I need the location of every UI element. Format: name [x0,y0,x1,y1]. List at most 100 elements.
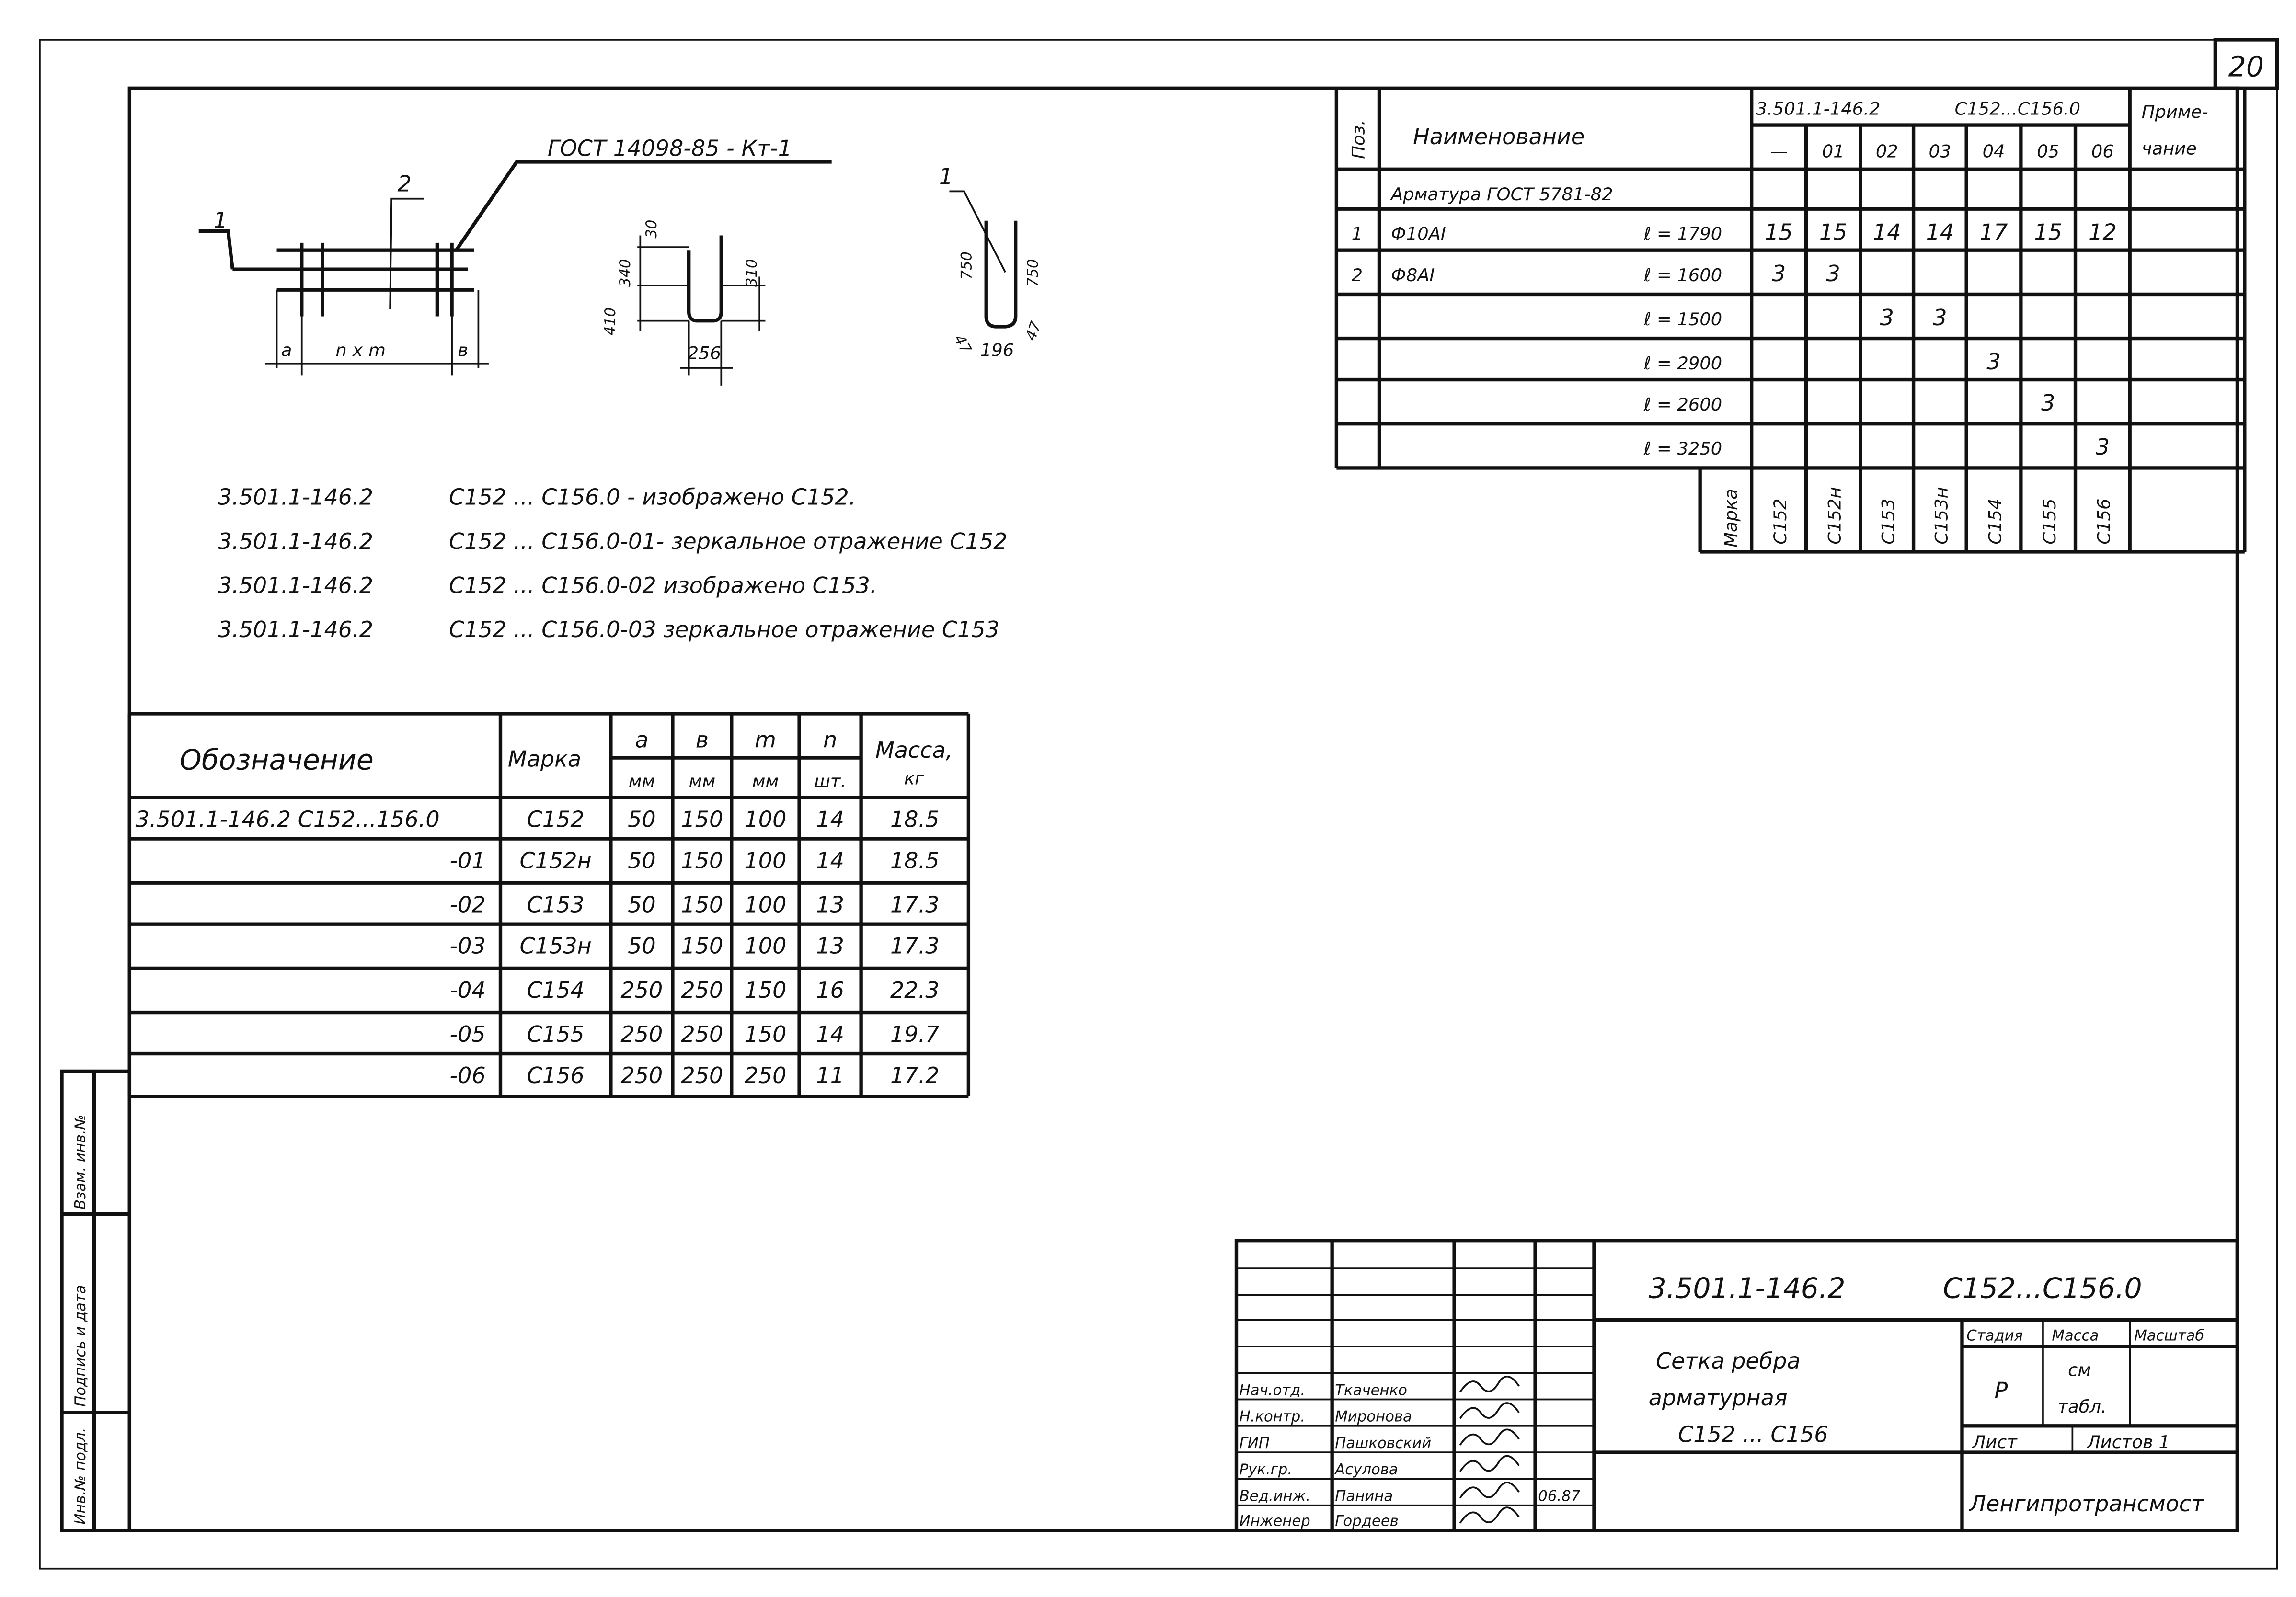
unit-m: мм [752,771,779,792]
note-text: С152 ... С156.0-02 изображено С153. [449,572,877,598]
note-code: 3.501.1-146.2 [218,528,373,554]
signer-name: Ткаченко [1335,1381,1407,1399]
signer-date: 06.87 [1538,1487,1580,1505]
specification-table: Поз. Наименование 3.501.1-146.2 С152...С… [1334,88,2247,554]
row-designation: 3.501.1-146.2 С152...156.0 [136,806,440,832]
row-m: 100 [744,806,786,832]
row-a: 250 [620,1021,663,1047]
signer-role: Рук.гр. [1240,1461,1292,1478]
signer-row: Н.контр.Миронова [1240,1402,1520,1426]
row-mark: С156 [527,1062,585,1088]
outer-border [39,39,2278,1570]
weld-gost-label: ГОСТ 14098-85 - Кт-1 [548,136,792,161]
variant-notes: 3.501.1-146.2 С152 ... С156.0 - изображе… [218,484,1008,642]
signer-role: Вед.инж. [1240,1487,1310,1505]
row-a: 250 [620,977,663,1003]
row-designation: -03 [449,933,485,959]
signer-name: Гордеев [1335,1513,1399,1530]
title-block-frame [1234,1239,2239,1532]
row-name: Ф8АI [1391,265,1435,285]
drawing-title: арматурная [1649,1385,1788,1411]
stage-label: Стадия [1966,1327,2023,1345]
row-designation: -06 [449,1062,485,1088]
sheet-number: 20 [2228,51,2264,83]
header-note: чание [2142,138,2197,159]
row-quantity: 17 [1980,219,2008,245]
header-note: Приме- [2142,102,2208,122]
row-length: ℓ = 2600 [1643,394,1722,415]
marka-label: Марка [1721,489,1741,548]
header-doc-range: С152...С156.0 [1955,99,2081,119]
inner-frame [127,86,2239,1532]
mark-label: С155 [2039,499,2060,545]
header-b: в [696,727,709,753]
mark-label: С152н [1825,487,1845,544]
u-bar-sketch: 30 340 410 310 256 [602,220,766,386]
row-mark: С154 [527,977,585,1003]
header-name: Наименование [1413,124,1584,149]
header-pos: Поз. [1348,120,1369,159]
row-mass: 22.3 [890,977,940,1003]
dimension-label: 30 [643,220,660,239]
row-mass: 17.2 [890,1062,940,1088]
row-b: 150 [681,847,723,873]
mesh-sketch: 1 2 ГОСТ 14098-85 - Кт-1 a n x m в [198,136,832,376]
row-designation: -02 [449,892,485,918]
row-n: 14 [816,847,844,873]
row-b: 150 [681,806,723,832]
header-mark: Марка [508,746,581,772]
note-code: 3.501.1-146.2 [218,484,373,510]
row-a: 250 [620,1062,663,1088]
sheets-label: Листов 1 [2086,1432,2170,1452]
header-doc: 3.501.1-146.2 [1756,99,1881,119]
unit-n: шт. [814,771,846,792]
row-designation: -04 [449,977,485,1003]
scale-label: Масштаб [2134,1327,2204,1345]
signature [1459,1455,1520,1472]
signature [1459,1375,1520,1393]
dimension-label: 310 [743,259,760,287]
side-strip-label: Подпись и дата [72,1285,89,1406]
row-mark: С155 [527,1021,585,1047]
row-length: ℓ = 2900 [1643,353,1722,374]
row-n: 16 [816,977,844,1003]
unit-a: мм [629,771,655,792]
row-mass: 17.3 [890,933,940,959]
variant-header: 06 [2091,141,2114,162]
row-a: 50 [628,806,656,832]
doc-range: С152...С156.0 [1943,1272,2142,1305]
row-length: ℓ = 3250 [1643,438,1722,459]
position-label: 1 [939,163,953,189]
drawing-title: Сетка ребра [1656,1348,1801,1374]
row-length: ℓ = 1500 [1643,309,1722,330]
row-m: 100 [744,892,786,918]
mark-label: С154 [1985,499,2005,545]
row-mark: С152 [527,806,585,832]
position-label: 2 [397,171,411,196]
header-designation: Обозначение [180,744,374,776]
organization: Ленгипротрансмост [1968,1491,2204,1517]
signer-role: Нач.отд. [1240,1381,1306,1399]
side-strip-label: Взам. инв.№ [72,1114,89,1209]
row-n: 13 [816,892,844,918]
row-pos: 1 [1352,224,1363,244]
row-n: 13 [816,933,844,959]
row-mass: 18.5 [890,806,940,832]
mass-value: см [2068,1359,2091,1380]
row-length: ℓ = 1790 [1643,224,1722,244]
parameters-table: Обозначение Марка a в m n мм мм мм шт. М… [127,712,971,1098]
mark-label: С153н [1931,487,1952,544]
header-mass: Масса, [875,737,953,763]
row-mass: 17.3 [890,892,940,918]
